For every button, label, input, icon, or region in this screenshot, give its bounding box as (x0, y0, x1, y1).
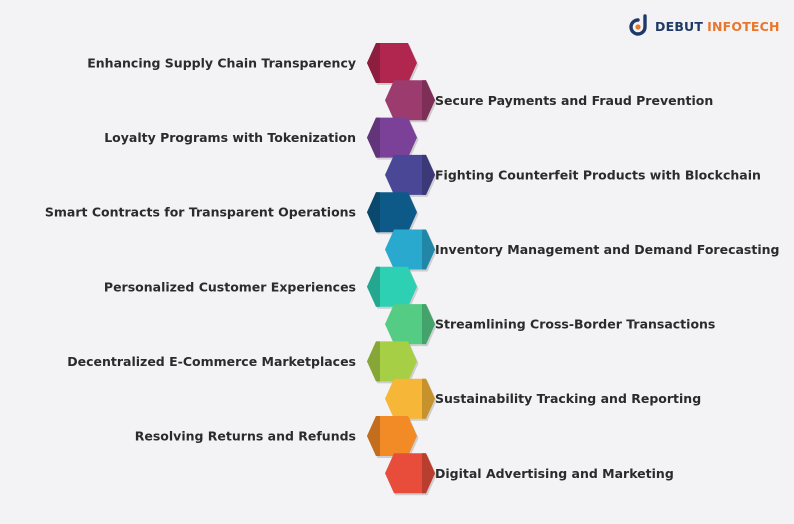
use-case-label: Smart Contracts for Transparent Operatio… (45, 205, 356, 220)
use-case-10: Sustainability Tracking and Reporting (385, 378, 701, 421)
use-case-label: Personalized Customer Experiences (104, 279, 356, 294)
debut-logo-icon (629, 14, 647, 36)
use-case-11: Resolving Returns and Refunds (135, 416, 419, 458)
use-case-6: Inventory Management and Demand Forecast… (385, 229, 779, 272)
use-case-label: Sustainability Tracking and Reporting (435, 391, 701, 406)
hexagon-facet (367, 416, 380, 456)
hexagon-facet (422, 154, 435, 195)
use-case-4: Fighting Counterfeit Products with Block… (385, 154, 761, 197)
use-case-5: Smart Contracts for Transparent Operatio… (45, 192, 419, 235)
use-case-label: Fighting Counterfeit Products with Block… (435, 167, 761, 182)
hexagon-facet (422, 453, 435, 494)
use-case-label: Digital Advertising and Marketing (435, 466, 674, 481)
use-case-7: Personalized Customer Experiences (104, 266, 419, 309)
use-case-2: Secure Payments and Fraud Prevention (385, 80, 713, 123)
brand-name-primary: DEBUT (655, 18, 704, 34)
hexagon-facet (367, 266, 380, 307)
hexagon-facet (367, 43, 380, 83)
hexagon-facet (367, 192, 380, 233)
hexagon-facet (422, 304, 435, 345)
use-case-label: Enhancing Supply Chain Transparency (87, 56, 356, 71)
use-case-label: Decentralized E-Commerce Marketplaces (67, 354, 356, 369)
use-case-label: Resolving Returns and Refunds (135, 429, 356, 444)
hexagon-facet (422, 378, 435, 419)
use-case-label: Secure Payments and Fraud Prevention (435, 93, 713, 108)
use-case-3: Loyalty Programs with Tokenization (104, 117, 419, 160)
hexagon-facet (422, 80, 435, 121)
hexagon-facet (367, 117, 380, 158)
hexagon-facet (367, 341, 380, 382)
use-case-8: Streamlining Cross-Border Transactions (385, 304, 715, 347)
hexagon-facet (422, 229, 435, 270)
use-case-1: Enhancing Supply Chain Transparency (87, 43, 419, 85)
use-case-label: Streamlining Cross-Border Transactions (435, 317, 715, 332)
use-case-label: Loyalty Programs with Tokenization (104, 130, 356, 145)
use-case-12: Digital Advertising and Marketing (385, 453, 674, 496)
brand-name-accent: INFOTECH (707, 18, 780, 34)
use-case-9: Decentralized E-Commerce Marketplaces (67, 341, 419, 384)
use-case-label: Inventory Management and Demand Forecast… (435, 242, 779, 257)
